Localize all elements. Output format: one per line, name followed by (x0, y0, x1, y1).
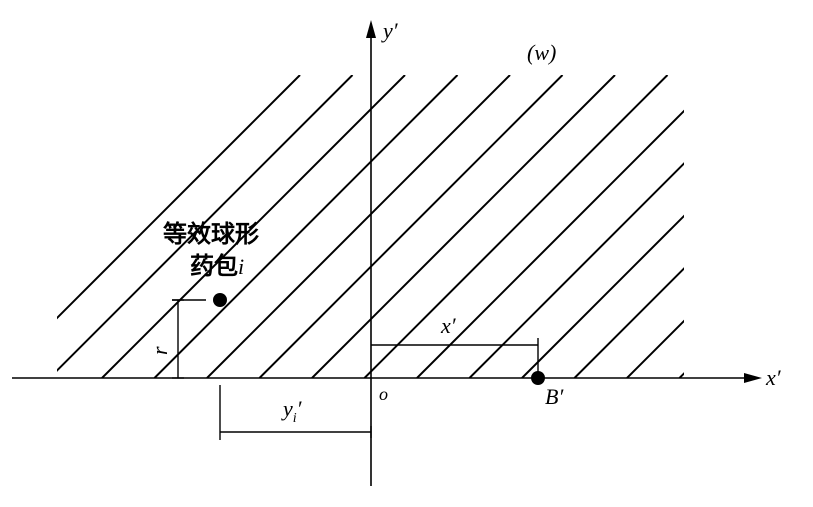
point-b-marker (531, 371, 545, 385)
hatch-line (57, 75, 354, 372)
origin-label: o (379, 384, 388, 404)
hatch-line (416, 109, 684, 378)
dim-r-label: r (147, 346, 172, 355)
hatch-line (468, 162, 684, 378)
dim-x-label: x′ (440, 313, 457, 338)
dim-x (371, 338, 539, 372)
hatch-line (732, 75, 813, 378)
hatch-line (206, 75, 511, 378)
hatch-line (785, 75, 813, 378)
charge-label-line2-text: 药包 (190, 252, 238, 280)
y-axis-arrow (366, 20, 376, 38)
dim-r (172, 299, 206, 379)
charge-label-line1: 等效球形 (163, 220, 259, 248)
charge-label-line2: 药包i (190, 252, 244, 280)
charge-marker (213, 293, 227, 307)
x-axis-arrow (744, 373, 762, 383)
hatch-line (101, 75, 406, 378)
hatch-line (311, 75, 616, 378)
x-axis-label: x′ (765, 365, 782, 390)
hatch-line (573, 267, 684, 378)
point-b-label: B′ (545, 384, 564, 409)
charge-label-line2-index: i (238, 254, 244, 279)
hatch-line (153, 75, 459, 378)
hatch-line (678, 372, 684, 378)
hatch-line (57, 75, 301, 320)
hatch-line (521, 214, 684, 378)
dim-yi-subscript: i (293, 411, 297, 426)
dim-yi-prime: ′ (297, 396, 303, 421)
dim-yi-letter: y (281, 396, 293, 421)
region-label: (w) (527, 40, 556, 65)
dim-yi-label: yi′ (281, 396, 303, 426)
hatch-line (626, 319, 684, 378)
hatch-line (363, 75, 669, 378)
dim-yi (219, 385, 372, 440)
y-axis-label: y′ (381, 18, 399, 43)
hatched-medium-region (57, 75, 813, 378)
hatch-line (258, 75, 564, 378)
